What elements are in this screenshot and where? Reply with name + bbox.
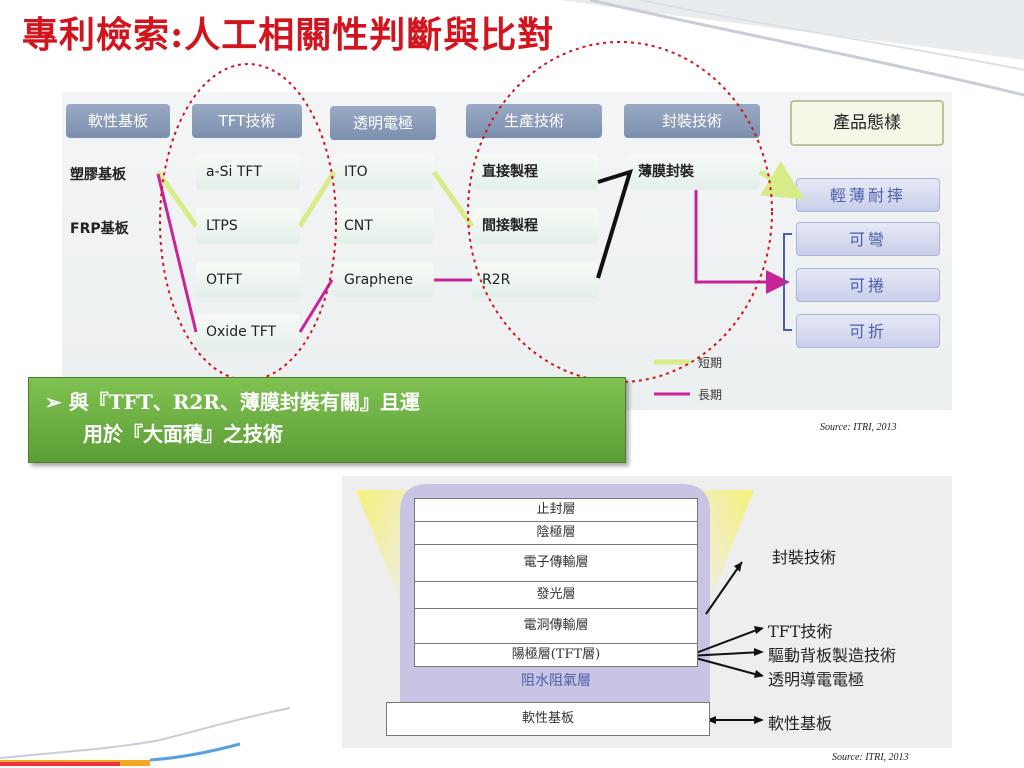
- tft-asi: a-Si TFT: [196, 154, 300, 190]
- arrow-electrode: [687, 655, 763, 677]
- header-product-form: 產品態樣: [790, 100, 944, 146]
- bullet-arrow: ➢: [45, 390, 62, 414]
- layer-flexible-substrate: 軟性基板: [386, 702, 710, 736]
- substrate-frp: FRP基板: [70, 221, 129, 237]
- source-bottom: Source: ITRI, 2013: [832, 752, 909, 763]
- label-backplane: 驅動背板製造技術: [768, 646, 897, 665]
- layer-seal: 止封層: [414, 498, 698, 522]
- header-tft-tech: TFT技術: [192, 104, 302, 138]
- link-ito-indirect: [431, 170, 475, 228]
- layer-cathode: 陰極層: [414, 521, 698, 545]
- ellipse-tft: [159, 63, 337, 381]
- electrode-graphene: Graphene: [334, 262, 434, 298]
- technology-roadmap-diagram: 軟性基板 TFT技術 透明電極 生產技術 封裝技術 產品態樣 塑膠基板 FRP基…: [62, 92, 952, 410]
- legend-long-label: 長期: [698, 388, 723, 402]
- label-tft: TFT技術: [768, 622, 833, 641]
- arrow-packaging: [705, 561, 743, 615]
- layer-barrier: 阻水阻氣層: [521, 673, 591, 689]
- link-packaging-light: [758, 161, 805, 200]
- black-arrow: [596, 168, 634, 279]
- decorative-swoosh-top: [560, 0, 1024, 97]
- header-flexible-substrate: 軟性基板: [66, 104, 170, 138]
- link-ltps-ito: [297, 170, 337, 228]
- electrode-ito: ITO: [334, 154, 434, 190]
- arrow-tft: [687, 627, 763, 657]
- production-indirect: 間接製程: [472, 208, 598, 244]
- layer-hole-transport: 電洞傳輸層: [414, 608, 698, 644]
- tft-oxide: Oxide TFT: [196, 314, 300, 350]
- bracket-products: [783, 233, 792, 331]
- layer-electron-transport: 電子傳輸層: [414, 544, 698, 582]
- oled-layer-structure-diagram: 止封層 陰極層 電子傳輸層 發光層 電洞傳輸層 陽極層(TFT層) 阻水阻氣層 …: [342, 476, 952, 748]
- ellipse-r2r-packaging: [467, 41, 773, 383]
- header-production-tech: 生產技術: [466, 104, 602, 138]
- roadmap-connectors: [155, 161, 805, 396]
- header-transparent-electrode: 透明電極: [330, 106, 436, 140]
- layer-anode-tft: 陽極層(TFT層): [414, 643, 698, 667]
- callout-line1: 與『TFT、R2R、薄膜封裝有關』且運: [68, 390, 420, 414]
- source-top: Source: ITRI, 2013: [820, 422, 897, 433]
- page-title: 專利檢索:人工相關性判斷與比對: [22, 14, 555, 56]
- callout-line2: 用於『大面積』之技術: [83, 422, 283, 446]
- header-packaging-tech: 封裝技術: [624, 104, 760, 138]
- link-oxide-graphene: [298, 279, 334, 333]
- product-foldable: 可折: [796, 314, 940, 348]
- label-substrate: 軟性基板: [768, 714, 833, 733]
- link-plastic-ltps: [155, 170, 199, 228]
- arrow-backplane: [687, 651, 763, 657]
- product-rollable: 可捲: [796, 268, 940, 302]
- layer-emissive: 發光層: [414, 581, 698, 609]
- product-bendable: 可彎: [796, 222, 940, 256]
- tft-ltps: LTPS: [196, 208, 300, 244]
- product-light-durable: 輕薄耐摔: [796, 178, 940, 212]
- decorative-swoosh-bottom: [0, 707, 291, 766]
- substrate-plastic: 塑膠基板: [70, 167, 126, 183]
- legend-short-label: 短期: [698, 356, 723, 370]
- production-direct: 直接製程: [472, 154, 598, 190]
- tft-otft: OTFT: [196, 262, 300, 298]
- callout-box: ➢ 與『TFT、R2R、薄膜封裝有關』且運 用於『大面積』之技術: [28, 377, 626, 463]
- packaging-thin-film: 薄膜封裝: [628, 154, 760, 190]
- label-electrode: 透明導電電極: [768, 670, 865, 689]
- label-packaging: 封裝技術: [772, 548, 837, 567]
- production-r2r: R2R: [472, 262, 598, 298]
- link-packaging-rollable: [694, 190, 790, 294]
- electrode-cnt: CNT: [334, 208, 434, 244]
- link-plastic-oxide: [156, 173, 198, 333]
